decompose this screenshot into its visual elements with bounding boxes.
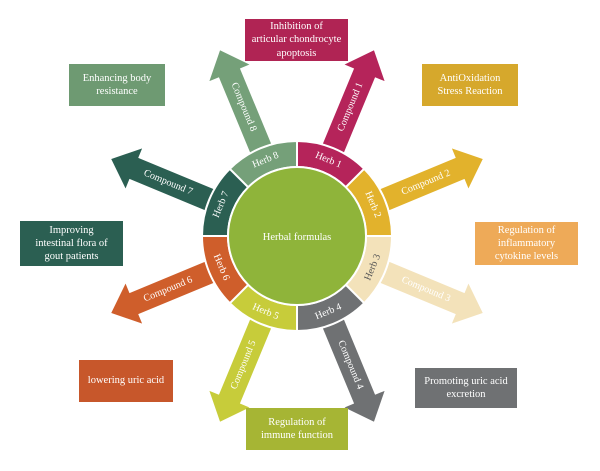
effect-box-3: Regulation of inflammatory cytokine leve… — [475, 222, 578, 265]
center-label: Herbal formulas — [263, 232, 332, 243]
effect-label-7: Improving intestinal flora of gout patie… — [35, 224, 108, 263]
effect-box-4: Promoting uric acid excretion — [415, 368, 517, 408]
center-circle — [227, 166, 367, 306]
effect-label-4: Promoting uric acid excretion — [424, 375, 508, 400]
effect-label-3: Regulation of inflammatory cytokine leve… — [494, 224, 559, 263]
effect-label-2: AntiOxidation Stress Reaction — [437, 72, 503, 97]
effect-box-1: Inhibition of articular chondrocyte apop… — [245, 19, 348, 61]
effect-box-7: Improving intestinal flora of gout patie… — [20, 221, 123, 266]
effect-box-8: Enhancing body resistance — [69, 64, 165, 106]
effect-label-6: lowering uric acid — [87, 375, 165, 387]
effect-box-6: lowering uric acid — [79, 360, 173, 402]
effect-label-5: Regulation of immune function — [260, 416, 334, 441]
effect-box-2: AntiOxidation Stress Reaction — [422, 64, 518, 106]
effect-box-5: Regulation of immune function — [246, 408, 348, 450]
effect-label-1: Inhibition of articular chondrocyte apop… — [251, 21, 342, 59]
effect-label-8: Enhancing body resistance — [82, 72, 152, 97]
